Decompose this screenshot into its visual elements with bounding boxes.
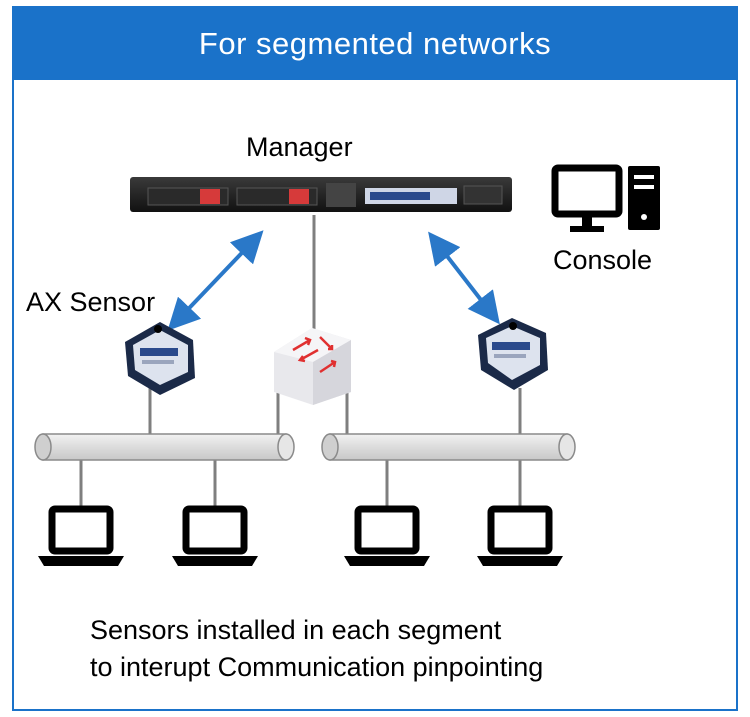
laptop-icon: [38, 505, 124, 566]
right-sensor-arrow: [428, 231, 500, 325]
console-label: Console: [553, 245, 653, 275]
caption-line-1: Sensors installed in each segment: [90, 615, 502, 645]
manager-label: Manager: [246, 132, 353, 162]
caption: Sensors installed in each segment to int…: [90, 612, 543, 686]
left-sensor-arrow: [167, 230, 264, 331]
ax-sensor-label: AX Sensor: [26, 287, 156, 317]
sensor-icon: [478, 318, 548, 390]
laptop-icon: [172, 505, 258, 566]
network-links: [79, 215, 522, 508]
sensor-icon: [125, 322, 195, 395]
network-segment-right: [321, 433, 576, 461]
network-segment-left: [34, 433, 295, 461]
console-icon: [551, 164, 660, 232]
page-title: For segmented networks: [14, 8, 736, 80]
caption-line-2: to interupt Communication pinpointing: [90, 652, 544, 682]
laptop-icon: [344, 505, 430, 566]
server-icon: [130, 177, 512, 212]
switch-icon: [274, 328, 351, 405]
laptop-icon: [477, 505, 563, 566]
monitoring-arrows: [167, 230, 500, 331]
